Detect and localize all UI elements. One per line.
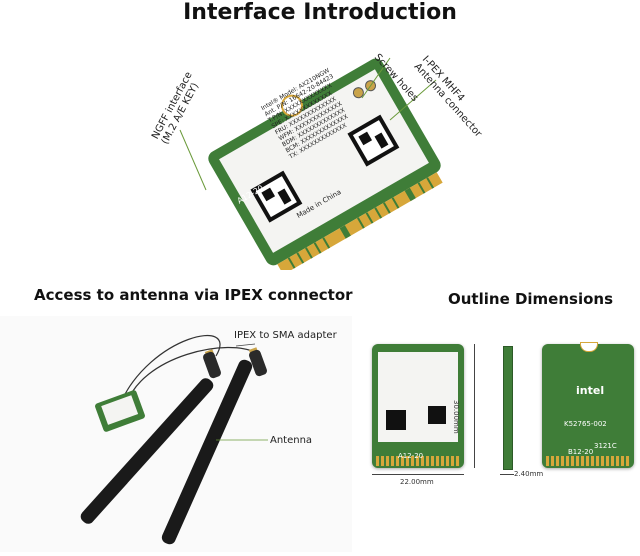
height-dim-label: 30.00mm [452, 400, 460, 434]
page-title: Interface Introduction [183, 0, 457, 25]
antenna-photo [0, 316, 352, 552]
front-qr-left [386, 410, 406, 430]
thickness-dim-line [500, 474, 514, 475]
antenna-label: Antenna [270, 435, 313, 446]
back-view-card: intel K52765-002 3121C B12-20 [542, 342, 634, 468]
back-brand: intel [576, 384, 605, 397]
section-heading-antenna: Access to antenna via IPEX connector [34, 286, 353, 304]
back-screw-hole [580, 342, 598, 352]
side-view-card [503, 346, 513, 470]
front-edge-code: A12-20 [398, 452, 424, 460]
back-model: K52765-002 [564, 420, 607, 428]
section-heading-dimensions: Outline Dimensions [448, 290, 614, 308]
back-code: 3121C [594, 442, 617, 450]
width-dim-label: 22.00mm [400, 478, 434, 486]
width-dim-line [372, 474, 464, 475]
back-edge: B12-20 [568, 448, 594, 456]
antenna-graphic [80, 334, 268, 545]
height-dim-line [474, 344, 475, 468]
main-card-graphic [179, 57, 443, 275]
front-qr-right [428, 406, 446, 424]
front-gold-contacts [376, 456, 460, 466]
thickness-dim-label: 2.40mm [514, 470, 544, 478]
adapter-label: IPEX to SMA adapter [234, 330, 337, 341]
main-card-illustration: Intel® Model: AX210NGW Ant. P/N: 16642-2… [150, 40, 490, 275]
back-gold-contacts [546, 456, 630, 466]
front-view-card [372, 344, 464, 468]
